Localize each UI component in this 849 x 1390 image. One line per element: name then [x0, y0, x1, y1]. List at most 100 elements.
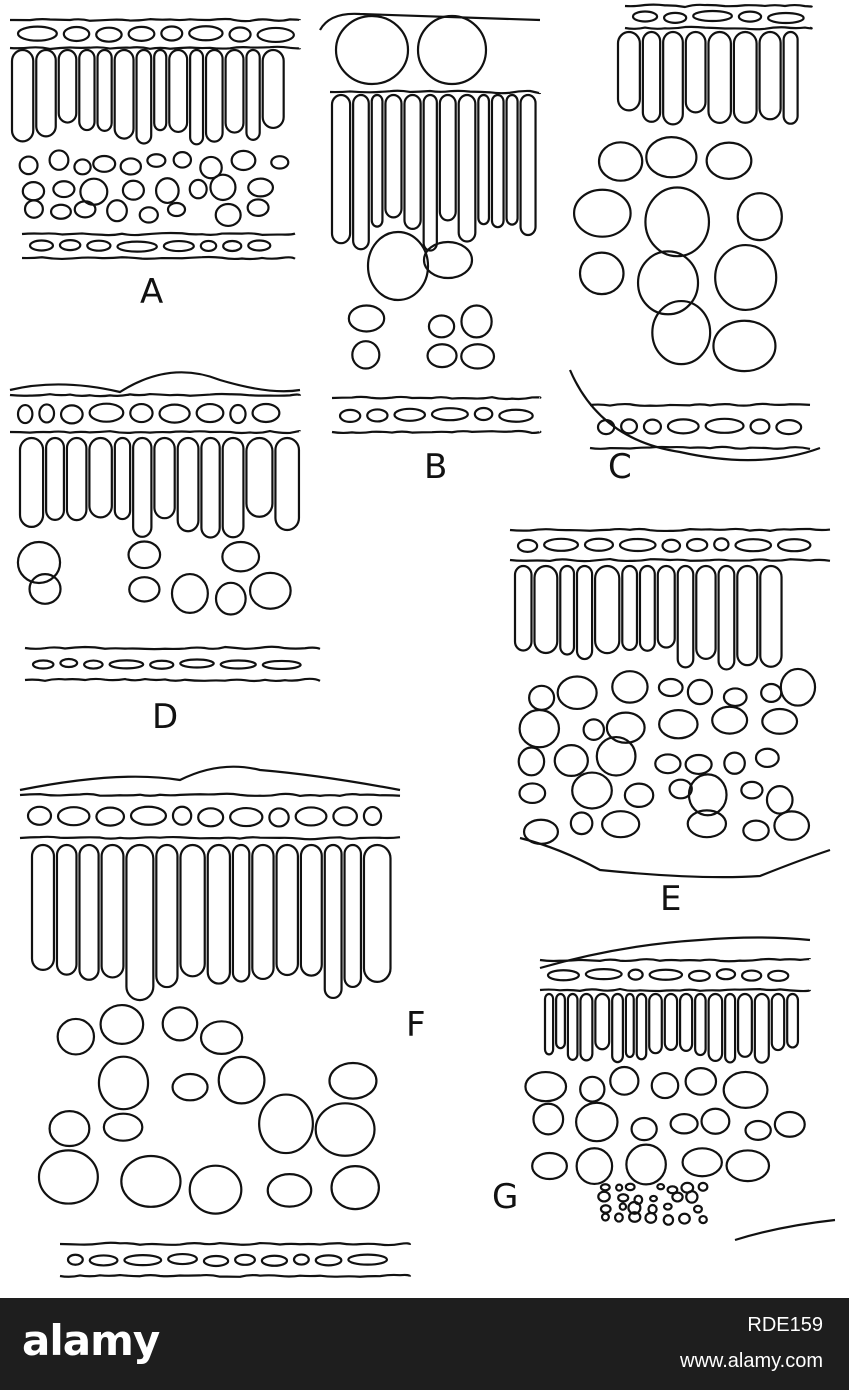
panel-b-epidermis-cell — [416, 14, 488, 86]
panel-e-palisade-cell — [638, 564, 656, 652]
panel-e-palisade-cell — [621, 564, 639, 652]
panel-g-spongy-cell — [681, 1147, 723, 1178]
panel-c-spongy-cell — [714, 243, 778, 312]
panel-label-c: C — [608, 447, 632, 487]
panel-f-lower-epidermis-cell — [234, 1253, 256, 1266]
panel-d-lower-epidermis-cell — [31, 659, 55, 670]
panel-e-spongy-cell — [601, 810, 641, 839]
panel-a-palisade-cell — [113, 48, 135, 140]
panel-g-spongy-cell — [725, 1149, 771, 1183]
panel-g-upper-epidermis-cell — [546, 969, 580, 982]
panel-a-upper-epidermis-outer-line — [9, 17, 302, 23]
panel-b-outer-line — [319, 12, 541, 31]
panel-a-spongy-cell — [21, 181, 46, 202]
panel-c-spongy-cell — [645, 136, 698, 179]
watermark-bar: alamy RDE159 www.alamy.com — [0, 1298, 849, 1390]
panel-f-palisade-cell — [299, 843, 323, 977]
panel-f-palisade-cell — [78, 843, 100, 981]
panel-a-spongy-cell — [154, 177, 180, 205]
panel-e-spongy-cell — [595, 735, 637, 777]
panel-c-palisade-cell — [684, 30, 707, 114]
panel-g-palisade-cell — [579, 992, 594, 1062]
panel-e-spongy-cell — [754, 747, 780, 769]
panel-a-palisade-cell — [35, 48, 57, 138]
panel-g-spongy-cell — [531, 1151, 568, 1181]
panel-d-spongy-cell — [127, 540, 162, 570]
panel-g-stomatal-cells-cell — [624, 1182, 636, 1192]
panel-e-spongy-cell — [686, 809, 728, 839]
panel-a-lower-epidermis-cell — [199, 239, 218, 253]
panel-c-lower-epidermis-cell — [775, 419, 803, 436]
panel-a-spongy-cell — [49, 203, 72, 220]
panel-f-lower-epidermis-cell — [202, 1254, 230, 1268]
panel-f-spongy-cell — [37, 1149, 99, 1205]
panel-a-spongy-cell — [18, 155, 39, 176]
panel-e-upper-epidermis-cell — [661, 538, 682, 553]
panel-e-palisade-cell — [695, 564, 717, 660]
panel-f-spongy-cell — [161, 1006, 199, 1042]
panel-b-palisade-cell — [505, 93, 519, 226]
panel-c-lower-epidermis-cell — [596, 419, 616, 436]
panel-c-spongy-cell — [578, 251, 625, 296]
panel-e-spongy-cell — [761, 707, 799, 735]
panel-e-spongy-cell — [687, 773, 728, 817]
panel-c-spongy-cell — [644, 186, 711, 258]
panel-e-upper-epidermis-cell — [618, 537, 657, 553]
panel-f-palisade-cell — [275, 843, 300, 977]
panel-b-spongy-cell — [460, 343, 496, 370]
panel-f-upper-epidermis-cell — [229, 806, 264, 828]
panel-g-spongy-cell — [575, 1101, 619, 1143]
panel-g-spongy-cell — [722, 1070, 769, 1109]
panel-d-upper-epidermis-cell — [88, 402, 125, 423]
panel-b-epidermis-cell — [334, 14, 410, 86]
panel-g-upper-epidermis-outer-line — [539, 957, 812, 963]
panel-c-lower-epidermis-outer-line — [589, 402, 811, 407]
panel-a-spongy-cell — [166, 201, 187, 218]
panel-f-upper-epidermis-cell — [95, 806, 126, 827]
panel-a-spongy-cell — [209, 173, 237, 202]
panel-a-lower-epidermis-cell — [222, 239, 243, 253]
panel-e-palisade-cell — [575, 564, 594, 661]
panel-c-upper-epidermis-cell — [662, 11, 688, 24]
panel-f-spongy-cell — [328, 1061, 378, 1100]
leaf-cross-section-figure: A B C D E F G — [9, 3, 836, 1278]
panel-f-upper-epidermis-cell — [268, 807, 290, 828]
panel-c-lower-epidermis-cell — [666, 418, 700, 435]
panel-b-palisade-cell — [457, 93, 477, 243]
panel-b-lower-epidermis-cell — [338, 408, 362, 423]
panel-g-upper-epidermis-cell — [687, 969, 711, 982]
panel-g-palisade-cell — [770, 992, 786, 1052]
panel-b-lower-epidermis-cell — [473, 406, 494, 422]
panel-d-palisade-cell — [176, 436, 200, 533]
panel-c-spongy-cell — [736, 192, 783, 242]
panel-a-lower-epidermis-cell — [116, 240, 158, 253]
panel-g-spongy-cell — [669, 1113, 699, 1135]
panel-b-palisade-cell — [477, 93, 491, 226]
panel-f-upper-epidermis-cell — [332, 806, 358, 827]
panel-a-lower-epidermis-cell — [162, 239, 195, 253]
panel-g-stomatal-cells-cell — [597, 1190, 611, 1203]
panel-e-spongy-cell — [517, 746, 546, 777]
panel-e-spongy-cell — [571, 771, 613, 810]
panel-a-lower-epidermis-inner-line — [21, 255, 296, 261]
panel-c-spongy-cell — [712, 319, 777, 373]
panel-g-upper-epidermis-cell — [627, 968, 644, 981]
panel-d-spongy-cell — [28, 573, 62, 605]
panel-a-spongy-cell — [246, 198, 270, 217]
panel-d-palisade-cell — [221, 436, 245, 539]
panel-f-lower-epidermis-cell — [123, 1254, 163, 1267]
panel-d-upper-epidermis-cell — [16, 403, 34, 425]
panel-f-upper-epidermis-inner-line — [19, 835, 401, 841]
panel-c-palisade-cell — [641, 30, 662, 123]
panel-b-palisade-cell — [422, 93, 438, 252]
panel-b-spongy-cell — [347, 304, 386, 333]
panel-e-spongy-cell — [765, 785, 794, 815]
panel-e-spongy-cell — [611, 670, 649, 704]
panel-e-spongy-cell — [518, 782, 547, 805]
panel-g-stomatal-cells-cell — [599, 1183, 611, 1192]
panel-f-upper-epidermis-cell — [197, 807, 225, 828]
panel-c-lower-epidermis-inner-line — [589, 445, 811, 451]
alamy-logo: alamy — [22, 1316, 160, 1365]
panel-b-cell — [366, 230, 430, 302]
panel-e-palisade-cell — [717, 564, 736, 671]
